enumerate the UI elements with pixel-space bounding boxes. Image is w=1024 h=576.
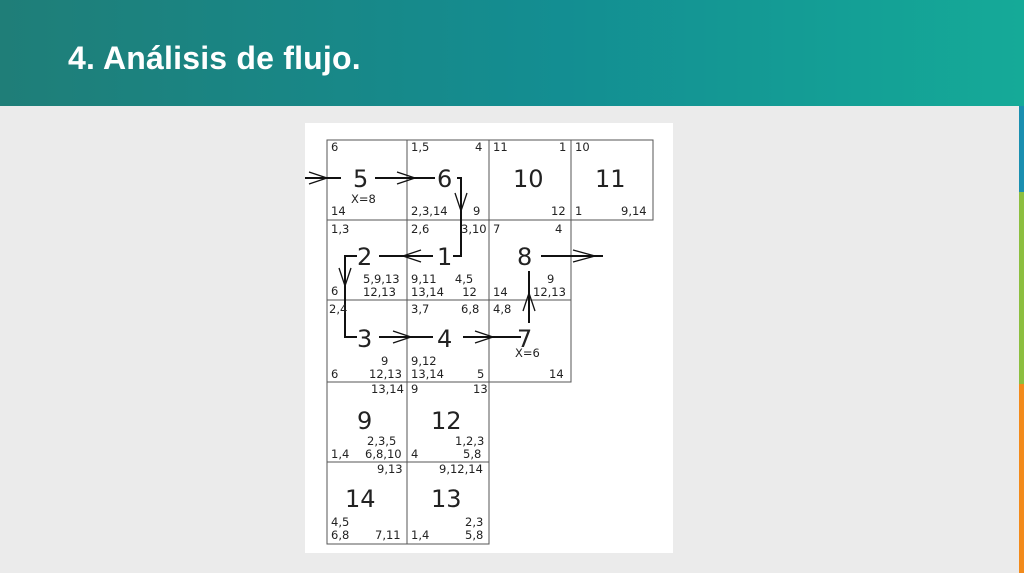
footer-line: [0, 573, 1024, 576]
cell-9-br: 6,8,10: [365, 447, 402, 461]
cell-8-tr: 4: [555, 222, 562, 236]
cell-10-br: 12: [551, 204, 566, 218]
flow-path: [305, 177, 603, 338]
slide-header: 4. Análisis de flujo.: [0, 0, 1024, 106]
cell-4-tl: 3,7: [411, 302, 429, 316]
cell-11-label: 11: [595, 165, 626, 193]
cell-12-mid1: 1,2,3: [455, 434, 484, 448]
cell-13-label: 13: [431, 485, 462, 513]
arrow-down-6-icon: [454, 192, 468, 214]
cell-5-label: 5: [353, 165, 368, 193]
slide-title: 4. Análisis de flujo.: [68, 40, 361, 76]
cell-3-tl: 2,4: [329, 302, 347, 316]
cell-2-mid2: 12,13: [363, 285, 396, 299]
cell-13-bl: 1,4: [411, 528, 429, 542]
cell-11-tl: 10: [575, 140, 590, 154]
cell-13-tr: 9,12,14: [439, 462, 483, 476]
cell-2-bl: 6: [331, 284, 338, 298]
cell-2-mid1: 5,9,13: [363, 272, 400, 286]
accent-bar-green: [1019, 192, 1024, 384]
cell-8-bl: 14: [493, 285, 508, 299]
flow-diagram: 6 14 5 X=8 1,5 4 2,3,14 9 6 11 1 12 10 1…: [305, 123, 673, 553]
cell-13-mid1: 2,3: [465, 515, 483, 529]
flow-2-to-3: [344, 255, 357, 338]
arrow-down-2-icon: [338, 267, 352, 289]
cell-6-tr: 4: [475, 140, 482, 154]
accent-bar-blue: [1019, 106, 1024, 192]
cell-14-tr: 9,13: [377, 462, 403, 476]
cell-8-tl: 7: [493, 222, 500, 236]
accent-bar-orange: [1019, 384, 1024, 576]
cell-3-label: 3: [357, 325, 372, 353]
cell-2-tl: 1,3: [331, 222, 349, 236]
arrow-5-6-icon: [396, 171, 418, 185]
cell-4-label: 4: [437, 325, 452, 353]
cell-7-tl: 4,8: [493, 302, 511, 316]
cell-7-annotation: X=6: [515, 346, 540, 360]
cell-8-mid1: 9: [547, 272, 554, 286]
cell-6-label: 6: [437, 165, 452, 193]
cell-6-br: 9: [473, 204, 480, 218]
cell-13-br: 5,8: [465, 528, 483, 542]
cell-7-label: 7: [517, 325, 532, 353]
cell-9-tr: 13,14: [371, 382, 404, 396]
cell-10-label: 10: [513, 165, 544, 193]
cell-12-tr: 13: [473, 382, 488, 396]
cell-12-tl: 9: [411, 382, 418, 396]
cell-14-bl: 4,5: [331, 515, 349, 529]
cell-4-mid1: 9,12: [411, 354, 437, 368]
cell-5-tl: 6: [331, 140, 338, 154]
cell-11-bl: 1: [575, 204, 582, 218]
grid-lines: [326, 139, 654, 545]
flow-6-bend: [457, 177, 462, 220]
cell-11-br: 9,14: [621, 204, 647, 218]
cell-7-br: 14: [549, 367, 564, 381]
cell-12-label: 12: [431, 407, 462, 435]
cell-4-tr: 6,8: [461, 302, 479, 316]
cell-4-br: 5: [477, 367, 484, 381]
cell-9-mid1: 2,3,5: [367, 434, 396, 448]
cell-8-label: 8: [517, 243, 532, 271]
flow-diagram-svg: 6 14 5 X=8 1,5 4 2,3,14 9 6 11 1 12 10 1…: [305, 139, 654, 545]
flow-6-to-1: [453, 220, 462, 257]
cell-4-bl: 13,14: [411, 367, 444, 381]
cell-1-mid1: 9,11 4,5: [411, 272, 473, 286]
arrowheads: [308, 171, 598, 344]
cell-6-bl: 2,3,14: [411, 204, 448, 218]
cell-1-label: 1: [437, 243, 452, 271]
cell-11-box: [570, 139, 654, 221]
cell-5-bl: 14: [331, 204, 346, 218]
cell-14-br: 7,11: [375, 528, 401, 542]
arrow-3-4-icon: [392, 330, 414, 344]
arrow-in-icon: [308, 171, 330, 185]
cell-3-br: 12,13: [369, 367, 402, 381]
cell-10-tl: 11: [493, 140, 508, 154]
cell-6-tl: 1,5: [411, 140, 429, 154]
cell-5-annotation: X=8: [351, 192, 376, 206]
cell-14-mid2: 6,8: [331, 528, 349, 542]
cell-12-bl: 4: [411, 447, 418, 461]
arrow-1-2-icon: [400, 249, 422, 263]
arrow-up-7-icon: [522, 290, 536, 312]
cell-9-bl: 1,4: [331, 447, 349, 461]
cell-3-mid1: 9: [381, 354, 388, 368]
cell-13-box: [406, 461, 490, 545]
cell-1-mid2: 13,14 12: [411, 285, 477, 299]
cell-2-label: 2: [357, 243, 372, 271]
arrow-out-icon: [572, 249, 598, 263]
cell-8-br: 12,13: [533, 285, 566, 299]
cell-9-label: 9: [357, 407, 372, 435]
cell-10-tr: 1: [559, 140, 566, 154]
arrow-4-7-icon: [474, 330, 496, 344]
cell-12-br: 5,8: [463, 447, 481, 461]
cell-1-tl: 2,6: [411, 222, 429, 236]
cell-14-label: 14: [345, 485, 376, 513]
cell-3-bl: 6: [331, 367, 338, 381]
cell-1-tr: 3,10: [461, 222, 487, 236]
